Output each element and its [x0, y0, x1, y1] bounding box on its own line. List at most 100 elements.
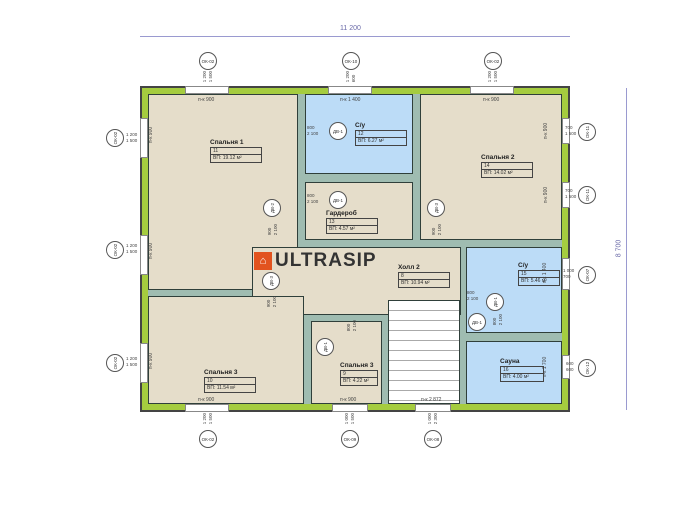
window-d1: 1 200: [126, 243, 138, 248]
window-sill: п-к 900: [198, 397, 215, 403]
room-number: 15: [519, 271, 559, 278]
door-mark: ДВ-1: [468, 313, 486, 331]
window-mark: ОК-10: [342, 52, 360, 70]
room-area: ВП: 14.02 м²: [484, 170, 513, 176]
window-d2: 1 500: [565, 131, 577, 136]
window-d2: 1 500: [208, 413, 213, 425]
room-area: ВП: 5.46 м²: [521, 278, 547, 284]
door-width: 800: [307, 125, 315, 130]
room-name: Спальня 3: [204, 369, 238, 376]
window-d1: 1 200: [126, 356, 138, 361]
window-mark: ОК-02: [199, 430, 217, 448]
window-opening: [185, 86, 229, 94]
ultrasip-logo: ⌂ ULTRASIP: [254, 250, 377, 272]
door-width: 800: [492, 317, 497, 326]
window-mark: ОК-02: [199, 52, 217, 70]
door-mark: ДВ-3: [427, 199, 445, 217]
room-area: ВП: 11.54 м²: [207, 385, 236, 391]
dimension-height: 8 700: [615, 239, 623, 258]
room-area: ВП: 6.27 м²: [358, 138, 384, 144]
door-height: 2 100: [273, 224, 278, 236]
window-sill: п-к 1 400: [542, 262, 549, 284]
window-d2: 1 500: [493, 71, 498, 83]
room-wardrobe[interactable]: [305, 182, 413, 240]
door-height: 2 100: [498, 314, 503, 326]
window-opening: [562, 258, 570, 290]
window-sill: п-к 900: [148, 126, 155, 144]
window-opening: [562, 182, 570, 208]
window-d2: 700: [563, 274, 571, 279]
door-width: 900: [431, 227, 436, 236]
door-width: 800: [307, 193, 315, 198]
window-sill: п-к 900: [543, 122, 550, 140]
window-sill: п-к 900: [340, 397, 357, 403]
door-width: 800: [346, 323, 351, 332]
room-number: 9: [341, 371, 377, 378]
room-small-9[interactable]: [311, 321, 382, 404]
window-mark: ОК-02: [484, 52, 502, 70]
window-mark: ОК-02: [106, 354, 124, 372]
window-opening: [562, 355, 570, 379]
window-d2: 600: [351, 74, 356, 83]
window-opening: [140, 343, 148, 383]
room-name: Сауна: [500, 358, 520, 365]
room-bedroom-2[interactable]: [420, 94, 562, 240]
door-height: 2 100: [307, 131, 319, 136]
window-mark: ОК-07: [578, 266, 596, 284]
window-d2: 1 500: [126, 249, 138, 254]
window-opening: [328, 86, 372, 94]
door-height: 2 100: [307, 199, 319, 204]
door-height: 2 100: [352, 320, 357, 332]
door-height: 2 100: [467, 296, 479, 301]
room-area: ВП: 4.00 м²: [503, 374, 529, 380]
room-number: 14: [482, 163, 532, 170]
dimension-line-height: [626, 88, 627, 410]
door-mark: ДВ-2: [263, 199, 281, 217]
room-name: Спальня 1: [210, 139, 244, 146]
door-mark: ДВ-3: [262, 272, 280, 290]
window-opening: [562, 118, 570, 144]
window-d1: 1 200: [202, 413, 207, 425]
room-name: С/у: [355, 122, 366, 129]
window-d1: 700: [565, 125, 573, 130]
door-width: 800: [467, 290, 475, 295]
room-number: 13: [327, 219, 377, 226]
logo-text: ULTRASIP: [275, 250, 377, 271]
window-sill: п-к 1 700: [542, 356, 549, 378]
room-bedroom-3[interactable]: [148, 296, 304, 404]
window-opening: [140, 118, 148, 158]
window-d2: 1 500: [126, 138, 138, 143]
window-sill: п-к 900: [198, 97, 215, 103]
room-number: 11: [211, 148, 261, 155]
room-name: Холл 2: [398, 264, 420, 271]
window-mark: ОК-11: [578, 186, 596, 204]
room-number: 12: [356, 131, 406, 138]
window-d1: 1 000: [563, 268, 575, 273]
window-opening: [332, 404, 368, 412]
window-opening: [470, 86, 514, 94]
room-bathroom-12[interactable]: [305, 94, 413, 174]
window-d2: 2 300: [433, 413, 438, 425]
window-d1: 1 000: [344, 413, 349, 425]
room-sauna[interactable]: [466, 341, 562, 404]
room-number: 16: [501, 367, 543, 374]
window-mark: ОК-11: [578, 123, 596, 141]
